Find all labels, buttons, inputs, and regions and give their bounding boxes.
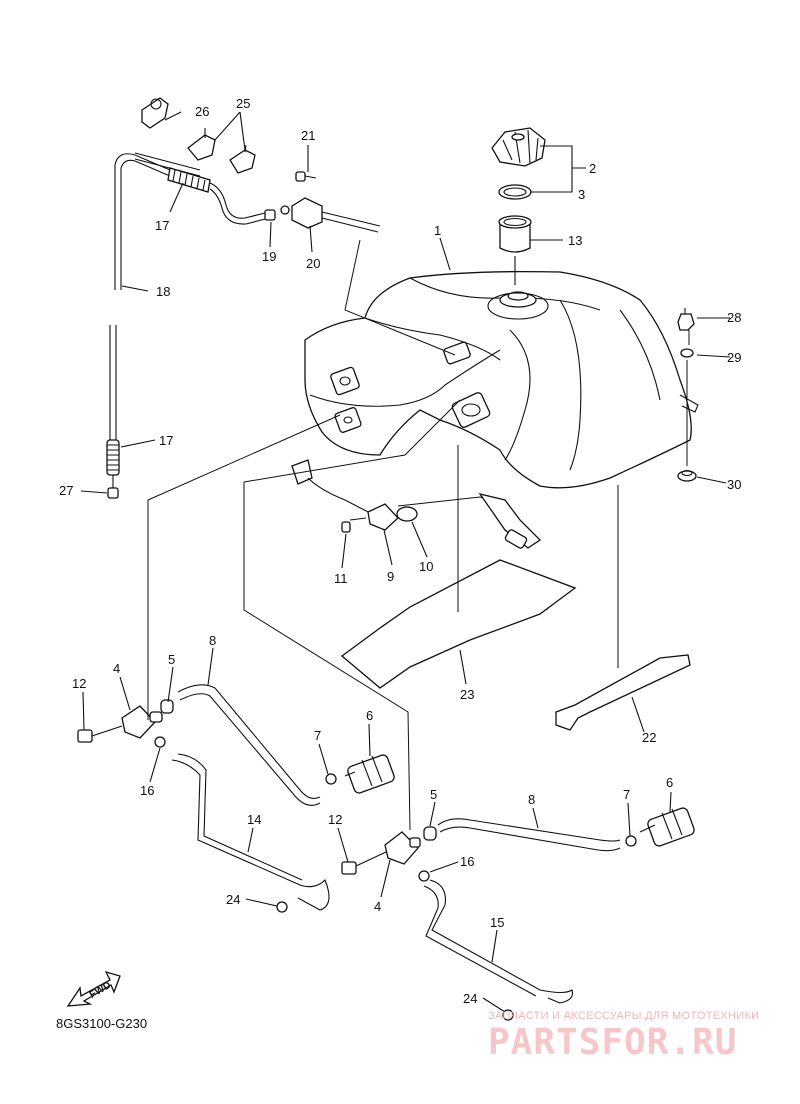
damper-23 xyxy=(340,559,577,689)
callout-8: 8 xyxy=(209,633,216,648)
fuel-cap xyxy=(491,127,546,167)
left-fuel-filter xyxy=(344,754,395,794)
callout-labels: 1 2 3 4 4 5 5 6 6 7 7 8 8 9 10 11 12 12 … xyxy=(59,96,741,1006)
callout-17: 17 xyxy=(159,433,173,448)
callout-17: 17 xyxy=(155,218,169,233)
callout-16: 16 xyxy=(140,783,154,798)
callout-25: 25 xyxy=(236,96,250,111)
callout-6: 6 xyxy=(366,708,373,723)
vent-hose-upper xyxy=(114,152,266,290)
callout-3: 3 xyxy=(578,187,585,202)
callout-5: 5 xyxy=(168,652,175,667)
callout-20: 20 xyxy=(306,256,320,271)
damper-30 xyxy=(677,469,697,482)
callout-19: 19 xyxy=(262,249,276,264)
callout-28: 28 xyxy=(727,310,741,325)
callout-5: 5 xyxy=(430,787,437,802)
watermark-brand: PARTSFOR.RU xyxy=(488,1022,738,1063)
nut-28 xyxy=(677,308,695,331)
callout-30: 30 xyxy=(727,477,741,492)
callout-4: 4 xyxy=(374,899,381,914)
callout-7: 7 xyxy=(623,787,630,802)
leader-lines xyxy=(80,111,731,1013)
callout-29: 29 xyxy=(727,350,741,365)
left-fuel-joint xyxy=(160,699,174,714)
callout-24: 24 xyxy=(226,892,240,907)
callout-8: 8 xyxy=(528,792,535,807)
callout-22: 22 xyxy=(642,730,656,745)
vent-hose-lower xyxy=(106,325,120,499)
right-fuel-cock xyxy=(341,831,421,875)
callout-2: 2 xyxy=(589,161,596,176)
callout-16: 16 xyxy=(460,854,474,869)
callout-15: 15 xyxy=(490,915,504,930)
callout-26: 26 xyxy=(195,104,209,119)
connector-lines xyxy=(147,239,690,831)
right-fuel-hose-15 xyxy=(423,879,574,1004)
watermark-tagline: ЗАПЧАСТИ И АКСЕССУАРЫ ДЛЯ МОТОТЕХНИКИ xyxy=(488,1010,760,1022)
callout-12: 12 xyxy=(72,676,86,691)
callout-12: 12 xyxy=(328,812,342,827)
callout-27: 27 xyxy=(59,483,73,498)
right-clip-16 xyxy=(418,870,430,882)
hose-holders-25 xyxy=(187,128,256,174)
callout-7: 7 xyxy=(314,728,321,743)
rollover-valve xyxy=(280,197,381,233)
fuel-tank xyxy=(304,270,699,489)
callout-14: 14 xyxy=(247,812,261,827)
hose-clamp-26 xyxy=(141,97,169,129)
left-fuel-hose-14 xyxy=(171,753,330,911)
callout-9: 9 xyxy=(387,569,394,584)
callout-11: 11 xyxy=(334,571,348,586)
fuel-strainer xyxy=(498,215,532,253)
left-clip-7 xyxy=(325,773,337,785)
bolt-21 xyxy=(295,171,317,182)
right-fuel-hose-8 xyxy=(437,818,621,852)
damper-22 xyxy=(555,654,691,731)
callout-21: 21 xyxy=(301,128,315,143)
right-clip-7 xyxy=(625,835,637,847)
callout-13: 13 xyxy=(568,233,582,248)
right-clip-24 xyxy=(502,1009,514,1021)
hose-clip-19 xyxy=(264,209,276,221)
callout-23: 23 xyxy=(460,687,474,702)
callout-10: 10 xyxy=(419,559,433,574)
diagram-code: 8GS3100-G230 xyxy=(56,1016,148,1031)
left-fuel-hose-8 xyxy=(177,684,321,806)
callout-1: 1 xyxy=(434,223,441,238)
callout-4: 4 xyxy=(113,661,120,676)
washer-29 xyxy=(680,348,694,358)
left-fuel-cock xyxy=(77,705,166,748)
callout-6: 6 xyxy=(666,775,673,790)
left-clip-24 xyxy=(276,901,288,913)
forward-arrow-icon: FWD xyxy=(66,970,121,1007)
fwd-label: FWD xyxy=(88,980,113,1001)
fuel-sender-assembly xyxy=(291,459,542,549)
right-fuel-joint xyxy=(423,826,437,841)
right-fuel-filter xyxy=(639,807,695,847)
callout-18: 18 xyxy=(156,284,170,299)
callout-24: 24 xyxy=(463,991,477,1006)
